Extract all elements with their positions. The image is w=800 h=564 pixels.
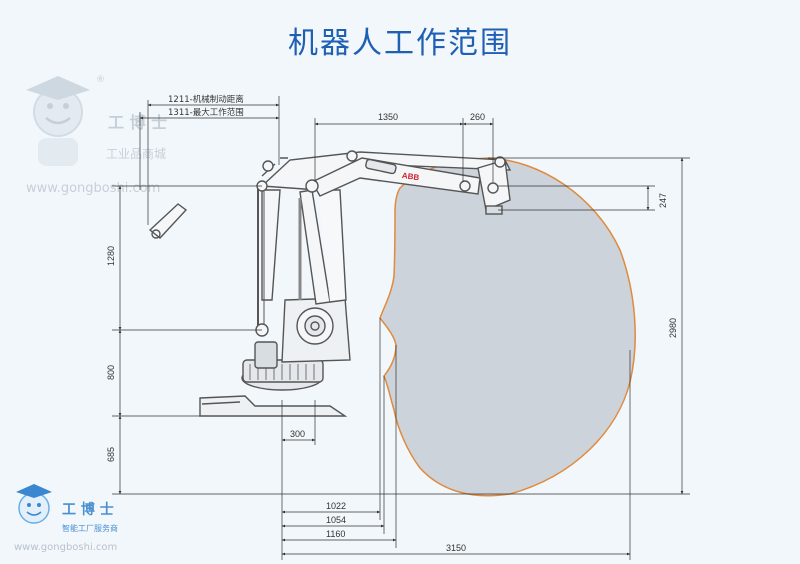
dim-bottom-1022: 1022 — [326, 501, 346, 511]
watermark-url: www.gongboshi.com — [26, 181, 160, 196]
watermark-sub: 工业品商城 — [106, 146, 166, 161]
footer-brand: 工 博 士 — [62, 501, 114, 518]
dim-left-685: 685 — [106, 447, 116, 462]
dim-max-working-range: 1311-最大工作范围 — [168, 107, 244, 118]
watermark-bottom: 工 博 士 智能工厂服务商 www.gongboshi.com — [14, 484, 118, 553]
dim-mech-brake-distance: 1211-机械制动距离 — [168, 94, 244, 105]
dim-right-247: 247 — [658, 193, 668, 208]
mascot-icon — [26, 76, 90, 166]
dimension-lines — [112, 96, 690, 560]
footer-sub: 智能工厂服务商 — [62, 523, 118, 533]
mascot-small-icon — [16, 484, 52, 524]
dim-left-1280: 1280 — [106, 246, 116, 266]
page-title: 机器人工作范围 — [288, 26, 512, 61]
watermark-brand: 工 博 士 — [108, 113, 167, 132]
watermark-top: ® 工 博 士 工业品商城 www.gongboshi.com — [26, 75, 167, 196]
dim-bottom-3150: 3150 — [446, 543, 466, 553]
dim-top-1350: 1350 — [378, 112, 398, 122]
registered-mark: ® — [96, 75, 105, 85]
abb-logo: ABB — [401, 171, 420, 182]
dim-top-260: 260 — [470, 112, 485, 122]
dim-base-300: 300 — [290, 429, 305, 439]
dim-left-800: 800 — [106, 365, 116, 380]
working-envelope — [379, 157, 636, 497]
dim-bottom-1160: 1160 — [326, 529, 345, 539]
footer-url: www.gongboshi.com — [14, 542, 117, 553]
dim-right-2980: 2980 — [668, 318, 678, 338]
dim-bottom-1054: 1054 — [326, 515, 346, 525]
robot-arm-drawing — [148, 150, 512, 417]
